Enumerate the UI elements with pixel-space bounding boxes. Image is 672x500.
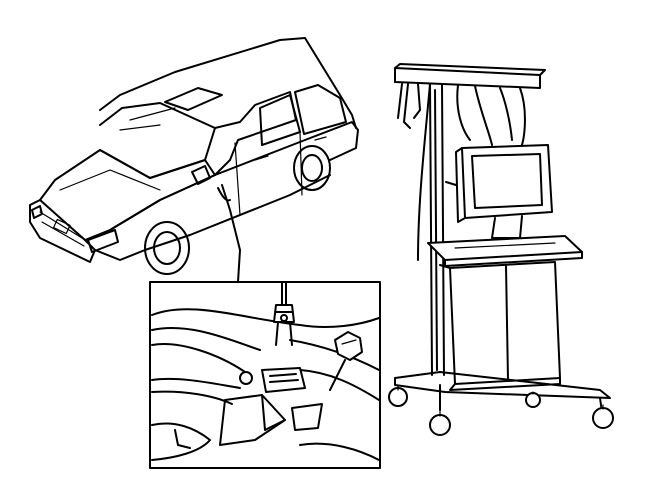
- cart-keyboard-shelf: [427, 235, 583, 261]
- car-rear-wheel: [293, 145, 331, 191]
- seat-edge: [299, 369, 379, 401]
- car-door-seams: [234, 131, 303, 216]
- caster-rear-left: [388, 387, 408, 407]
- station-wagon-illustration: [29, 37, 359, 283]
- trim-right: [299, 442, 379, 461]
- cabinet-base: [449, 377, 561, 391]
- hanging-cable-long: [417, 83, 431, 261]
- car-headlight-left: [31, 205, 43, 219]
- car-door-handles: [254, 136, 327, 161]
- car-front-wheel: [144, 221, 190, 275]
- console-block: [219, 394, 286, 446]
- hanging-cable-5: [499, 87, 513, 141]
- car-front: [29, 199, 96, 263]
- hanging-cable-6: [519, 87, 526, 151]
- car-cargo-window: [294, 84, 347, 135]
- cart-mast: [429, 83, 445, 376]
- cart-mast-inner: [434, 89, 438, 371]
- cart-boom: [394, 67, 541, 89]
- hanging-cable-4: [474, 85, 493, 146]
- car-front-hub: [153, 231, 181, 265]
- hanging-cable-1: [397, 83, 411, 129]
- dash-left-curve: [151, 327, 261, 351]
- dash-top-curve: [151, 308, 379, 329]
- car-rear-hub: [301, 154, 323, 182]
- car-hood: [39, 149, 216, 241]
- car-mirror: [191, 165, 211, 185]
- connector-detail-inset: [149, 281, 381, 469]
- caster-front-right: [592, 407, 614, 429]
- cart-boom-top: [394, 63, 546, 83]
- caster-stems: [397, 384, 604, 417]
- car-grille: [39, 211, 85, 247]
- cart-base-frame: [394, 371, 611, 399]
- cable: [281, 283, 287, 306]
- hanging-cable-2: [413, 83, 421, 119]
- monitor-side: [455, 147, 466, 223]
- cart-cabinet: [449, 261, 561, 385]
- monitor-arm: [445, 181, 457, 186]
- caster-rear-right: [525, 392, 541, 408]
- gear-stick: [329, 359, 346, 391]
- hanging-cable-3: [456, 84, 471, 141]
- plug-detail: [275, 311, 293, 346]
- dash-right-curve: [289, 339, 379, 371]
- console-side: [261, 394, 286, 431]
- car-roof: [99, 37, 357, 129]
- hood-crease: [59, 169, 161, 191]
- cabinet-joint: [439, 264, 451, 269]
- gear-knob-detail: [341, 339, 357, 345]
- console-edge-2: [151, 390, 233, 405]
- console-tray: [291, 403, 323, 431]
- dash-lower-curve: [151, 343, 246, 373]
- leader-line: [221, 184, 241, 283]
- leader-start: [217, 187, 231, 202]
- plug-body: [273, 304, 295, 323]
- car-headlight: [87, 229, 119, 253]
- car-front-window: [214, 91, 297, 176]
- socket-pins: [269, 373, 299, 383]
- trim-left: [151, 422, 211, 461]
- car-windshield: [99, 102, 216, 179]
- monitor-stand: [491, 215, 523, 239]
- caster-front-left: [429, 414, 451, 436]
- keyboard: [454, 242, 556, 249]
- trim-detail: [174, 429, 191, 449]
- car-beltline: [109, 121, 359, 231]
- diagnostic-cart-illustration: [388, 63, 614, 436]
- console-edge: [151, 377, 241, 389]
- gear-knob: [334, 331, 363, 361]
- monitor-screen: [471, 153, 543, 209]
- car-badge: [52, 218, 71, 235]
- windshield-reflection: [119, 107, 176, 131]
- car-sill: [94, 174, 331, 261]
- shelf-edge: [444, 251, 583, 267]
- cabinet-door-split: [505, 265, 509, 381]
- plug-screw: [280, 314, 288, 322]
- socket-knob: [239, 371, 253, 385]
- car-sunroof: [164, 87, 223, 111]
